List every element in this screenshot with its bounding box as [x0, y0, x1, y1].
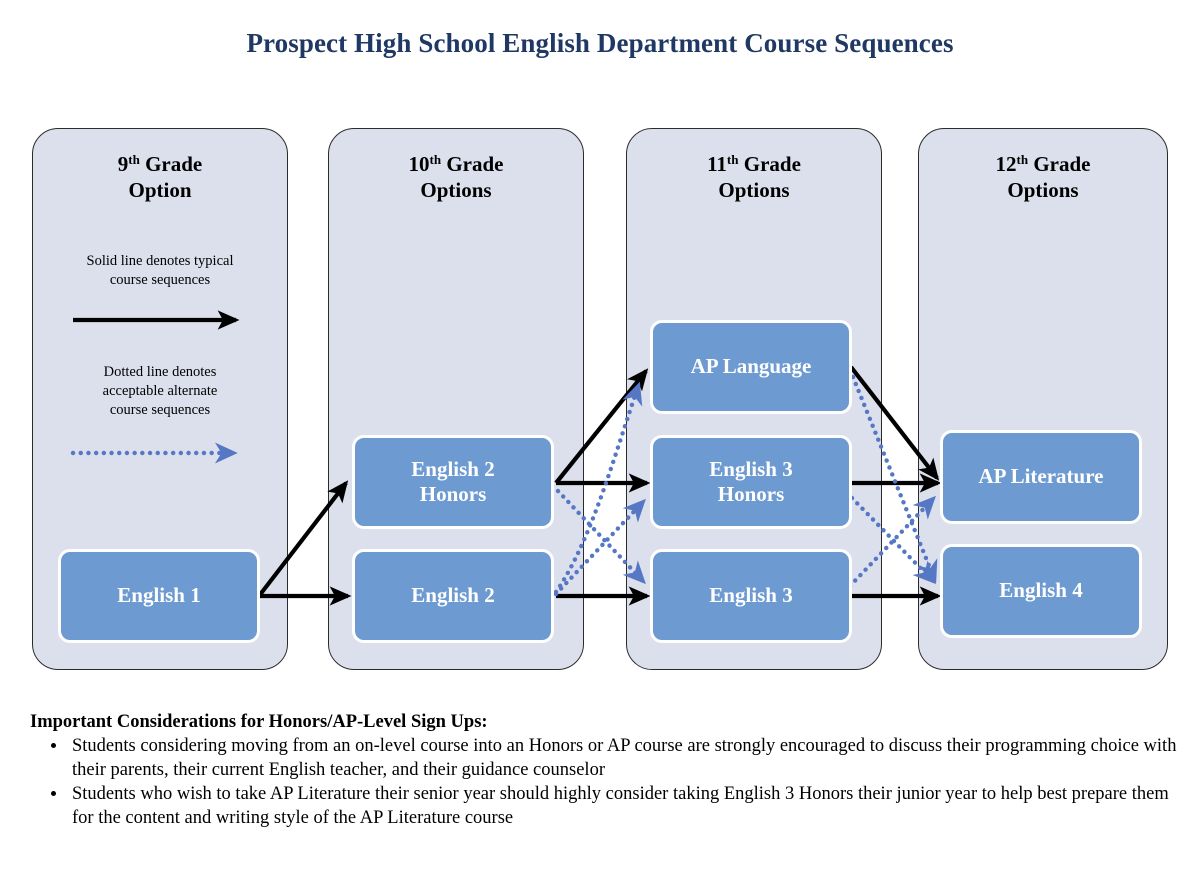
- considerations-list: Students considering moving from an on-l…: [30, 735, 1180, 831]
- course-english-2[interactable]: English 2: [352, 549, 554, 643]
- considerations-section: Important Considerations for Honors/AP-L…: [30, 712, 1180, 832]
- course-ap-literature[interactable]: AP Literature: [940, 430, 1142, 524]
- course-english-4[interactable]: English 4: [940, 544, 1142, 638]
- legend-solid-caption: Solid line denotes typical course sequen…: [86, 253, 234, 289]
- course-english-3[interactable]: English 3: [650, 549, 852, 643]
- course-ap-language[interactable]: AP Language: [650, 320, 852, 414]
- considerations-heading: Important Considerations for Honors/AP-L…: [30, 712, 488, 732]
- course-english-2-honors[interactable]: English 2 Honors: [352, 435, 554, 529]
- list-item: Students considering moving from an on-l…: [68, 735, 1180, 782]
- legend-dotted-caption: Dotted line denotes acceptable alternate…: [102, 364, 218, 419]
- list-item: Students who wish to take AP Literature …: [68, 783, 1180, 830]
- course-english-1[interactable]: English 1: [58, 549, 260, 643]
- page-title: Prospect High School English Department …: [246, 28, 954, 58]
- course-english-3-honors[interactable]: English 3 Honors: [650, 435, 852, 529]
